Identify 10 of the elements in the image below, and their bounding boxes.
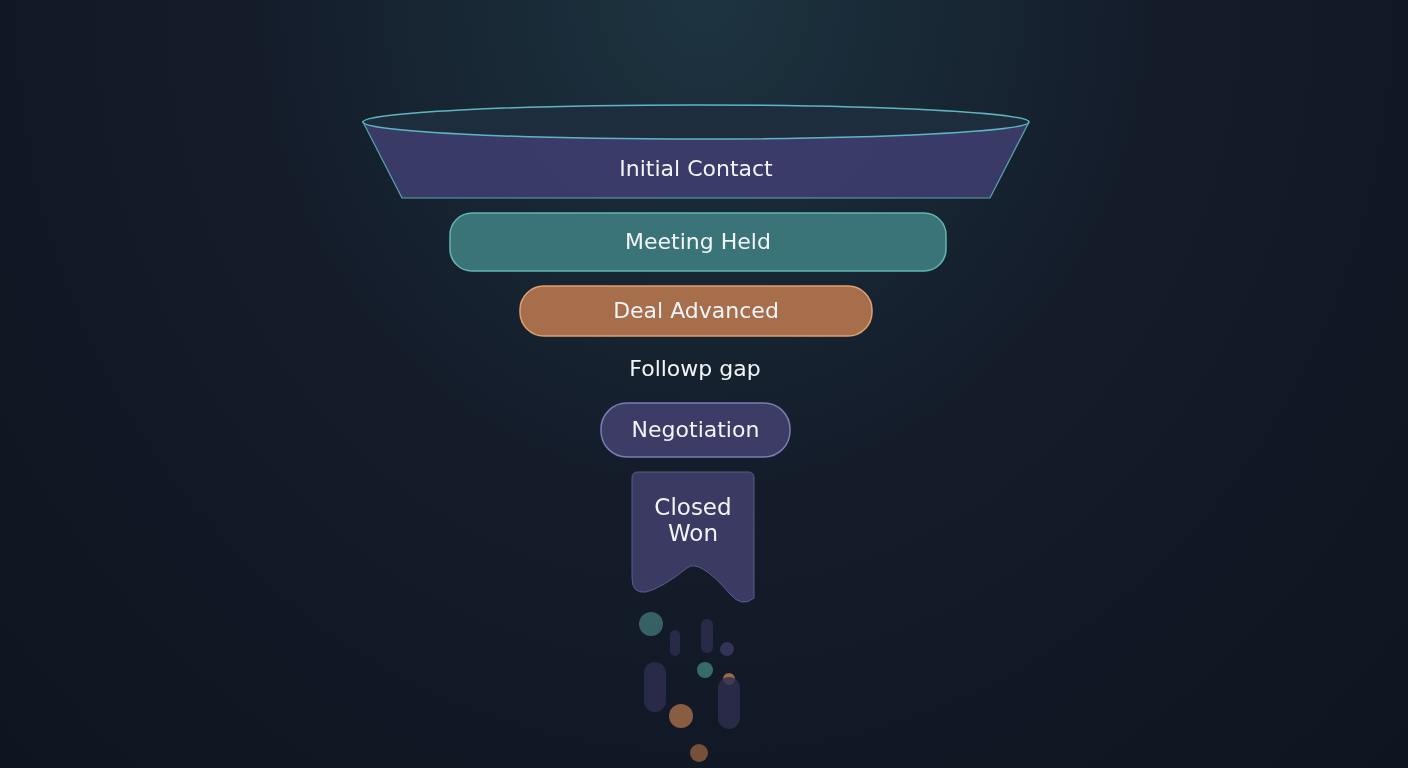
- stage-label: Deal Advanced: [613, 298, 779, 324]
- stage-label: Meeting Held: [625, 229, 771, 255]
- funnel-stage: [519, 285, 873, 337]
- stage-label: Closed Won: [653, 494, 733, 546]
- funnel-stage: [362, 104, 1030, 200]
- stage-label: Negotiation: [631, 417, 760, 443]
- gap-note: Followp gap: [629, 356, 761, 381]
- funnel-stage: [600, 402, 791, 458]
- funnel-stage: [449, 212, 947, 272]
- stage-label: Initial Contact: [619, 156, 773, 182]
